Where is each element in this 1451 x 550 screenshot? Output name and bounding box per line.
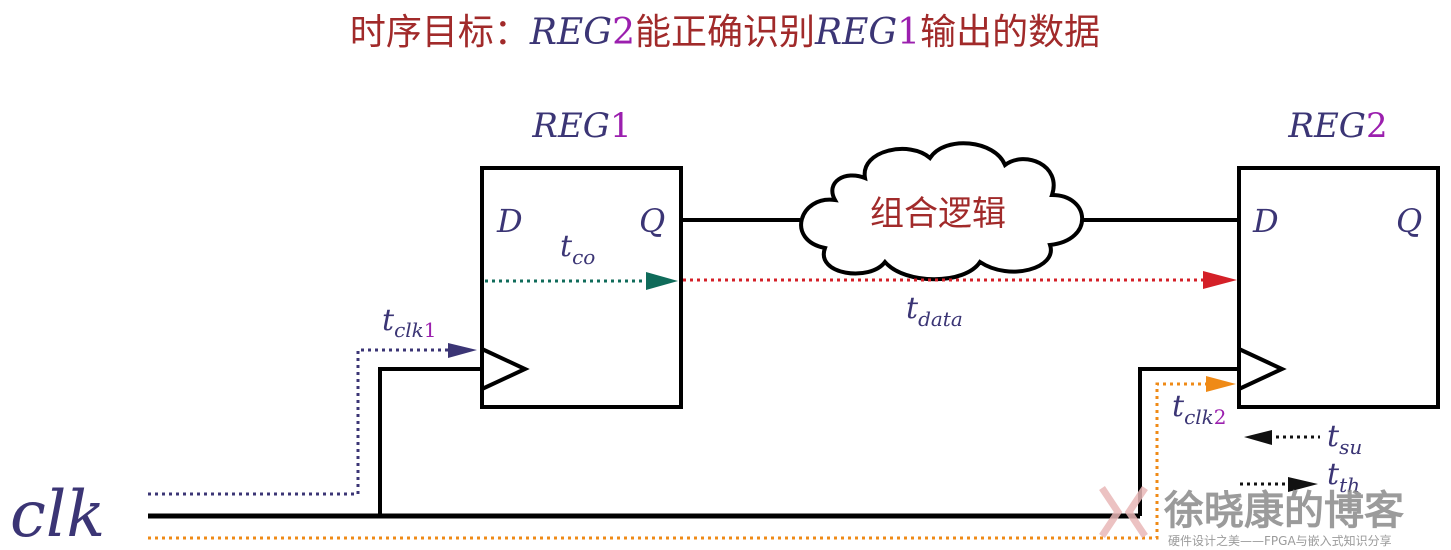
title-reg1-name: REG: [814, 12, 897, 53]
reg2-label: REG2: [1287, 106, 1387, 146]
tsu-arrowhead: [1244, 430, 1272, 445]
reg2-d-pin: D: [1252, 202, 1279, 240]
tsu-label: tsu: [1327, 419, 1362, 459]
tclk1-path: [148, 348, 470, 496]
page-title: 时序目标：REG2能正确识别REG1输出的数据: [350, 12, 1100, 53]
tclk1-arrowhead: [448, 343, 477, 358]
combinational-logic-cloud: 组合逻辑: [799, 141, 1085, 282]
tclk2-path: [148, 382, 1225, 540]
tclk2-arrowhead: [1206, 376, 1236, 392]
clock-branch-reg2: [1138, 367, 1239, 516]
reg2-clock-triangle: [1238, 347, 1287, 391]
watermark: 徐晓康的博客 硬件设计之美——FPGA与嵌入式知识分享: [1099, 486, 1404, 548]
register-reg2: REG2 D Q: [1237, 106, 1440, 409]
tth-arrowhead: [1288, 477, 1318, 492]
register-reg1: REG1 D Q: [480, 106, 683, 409]
title-reg2-name: REG: [529, 12, 612, 53]
title-suffix: 输出的数据: [920, 12, 1100, 53]
title-reg2-num: 2: [612, 12, 635, 53]
tth-label: tth: [1327, 457, 1360, 497]
reg1-clock-triangle: [481, 347, 530, 391]
tdata-label: tdata: [906, 291, 963, 331]
reg1-d-pin: D: [496, 202, 523, 240]
cloud-shape: [799, 141, 1085, 282]
tclk2-label: tclk2: [1172, 389, 1227, 429]
watermark-subtitle: 硬件设计之美——FPGA与嵌入式知识分享: [1168, 533, 1392, 548]
reg2-q-pin: Q: [1396, 202, 1422, 240]
clk-label: clk: [10, 478, 105, 550]
cloud-label: 组合逻辑: [870, 194, 1006, 234]
tdata-arrowhead: [1203, 271, 1237, 289]
watermark-title: 徐晓康的博客: [1163, 488, 1404, 534]
title-reg1-num: 1: [897, 12, 920, 53]
watermark-logo-icon: [1099, 486, 1148, 538]
reg1-q-pin: Q: [639, 202, 665, 240]
title-middle: 能正确识别: [635, 12, 815, 53]
tclk1-label: tclk1: [382, 303, 437, 342]
tco-label: tco: [560, 229, 595, 269]
reg1-label: REG1: [531, 106, 631, 146]
clock-branch-reg1: [378, 367, 482, 516]
tco-arrowhead: [646, 272, 678, 290]
reg2-box: [1237, 166, 1440, 409]
title-prefix: 时序目标：: [350, 12, 530, 53]
